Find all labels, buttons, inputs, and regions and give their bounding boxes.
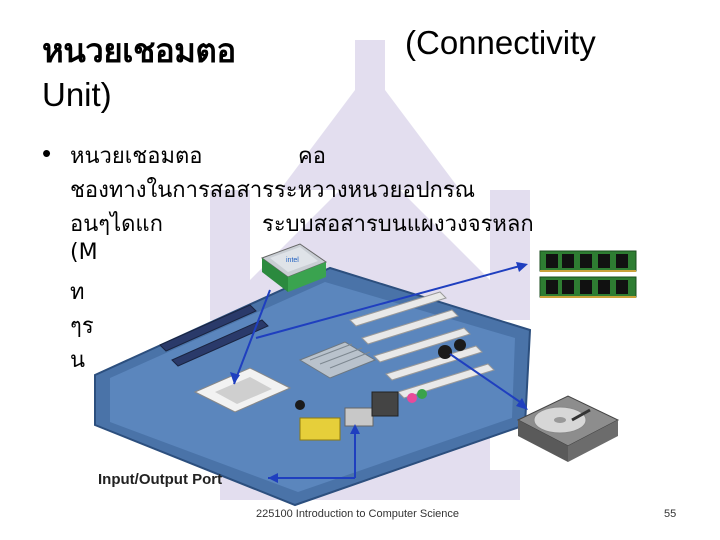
cpu-chip-image: intel — [260, 243, 328, 292]
bullet-text-is: คอ — [298, 144, 326, 169]
arrow-cpu-to-socket — [233, 289, 271, 385]
chipset-heatsink — [298, 341, 377, 379]
bullet-text-line3a: อนๆไดแก — [70, 212, 163, 237]
bullet-text-term: หนวยเชอมตอ — [70, 144, 203, 169]
arrow-board-to-disk — [449, 353, 524, 405]
io-port-label: Input/Output Port — [98, 471, 223, 488]
page-title-english-continued: Unit) — [42, 76, 112, 113]
io-port-cluster — [299, 389, 427, 441]
page-number: 55 — [664, 508, 677, 520]
arrow-heads — [230, 262, 528, 483]
connection-arrows — [233, 265, 524, 479]
cpu-brand-label: intel — [286, 257, 299, 264]
memory-slots — [159, 304, 269, 367]
bullet-text-line3b: ระบบสอสารบนแผงวงจรหลก — [262, 212, 534, 237]
capacitors — [295, 339, 466, 410]
page-title-english: (Connectivity — [405, 24, 596, 61]
bullet-text-line6: ๆร — [70, 314, 94, 339]
hard-disk-image — [516, 395, 620, 462]
bullet-text-line7: น — [70, 348, 86, 373]
bullet-text-line4: (M — [70, 240, 98, 265]
arrow-slot-to-ram — [255, 265, 521, 339]
bullet-marker: • — [42, 138, 52, 168]
bullet-text-line5: ท — [70, 280, 85, 305]
ram-modules-image — [539, 250, 637, 298]
page-title-thai: หนวยเชอมตอ — [42, 31, 236, 70]
bullet-text-line2: ชองทางในการสอสารระหวางหนวยอปกรณ — [70, 178, 476, 203]
footer-course-title: 225100 Introduction to Computer Science — [256, 508, 460, 520]
